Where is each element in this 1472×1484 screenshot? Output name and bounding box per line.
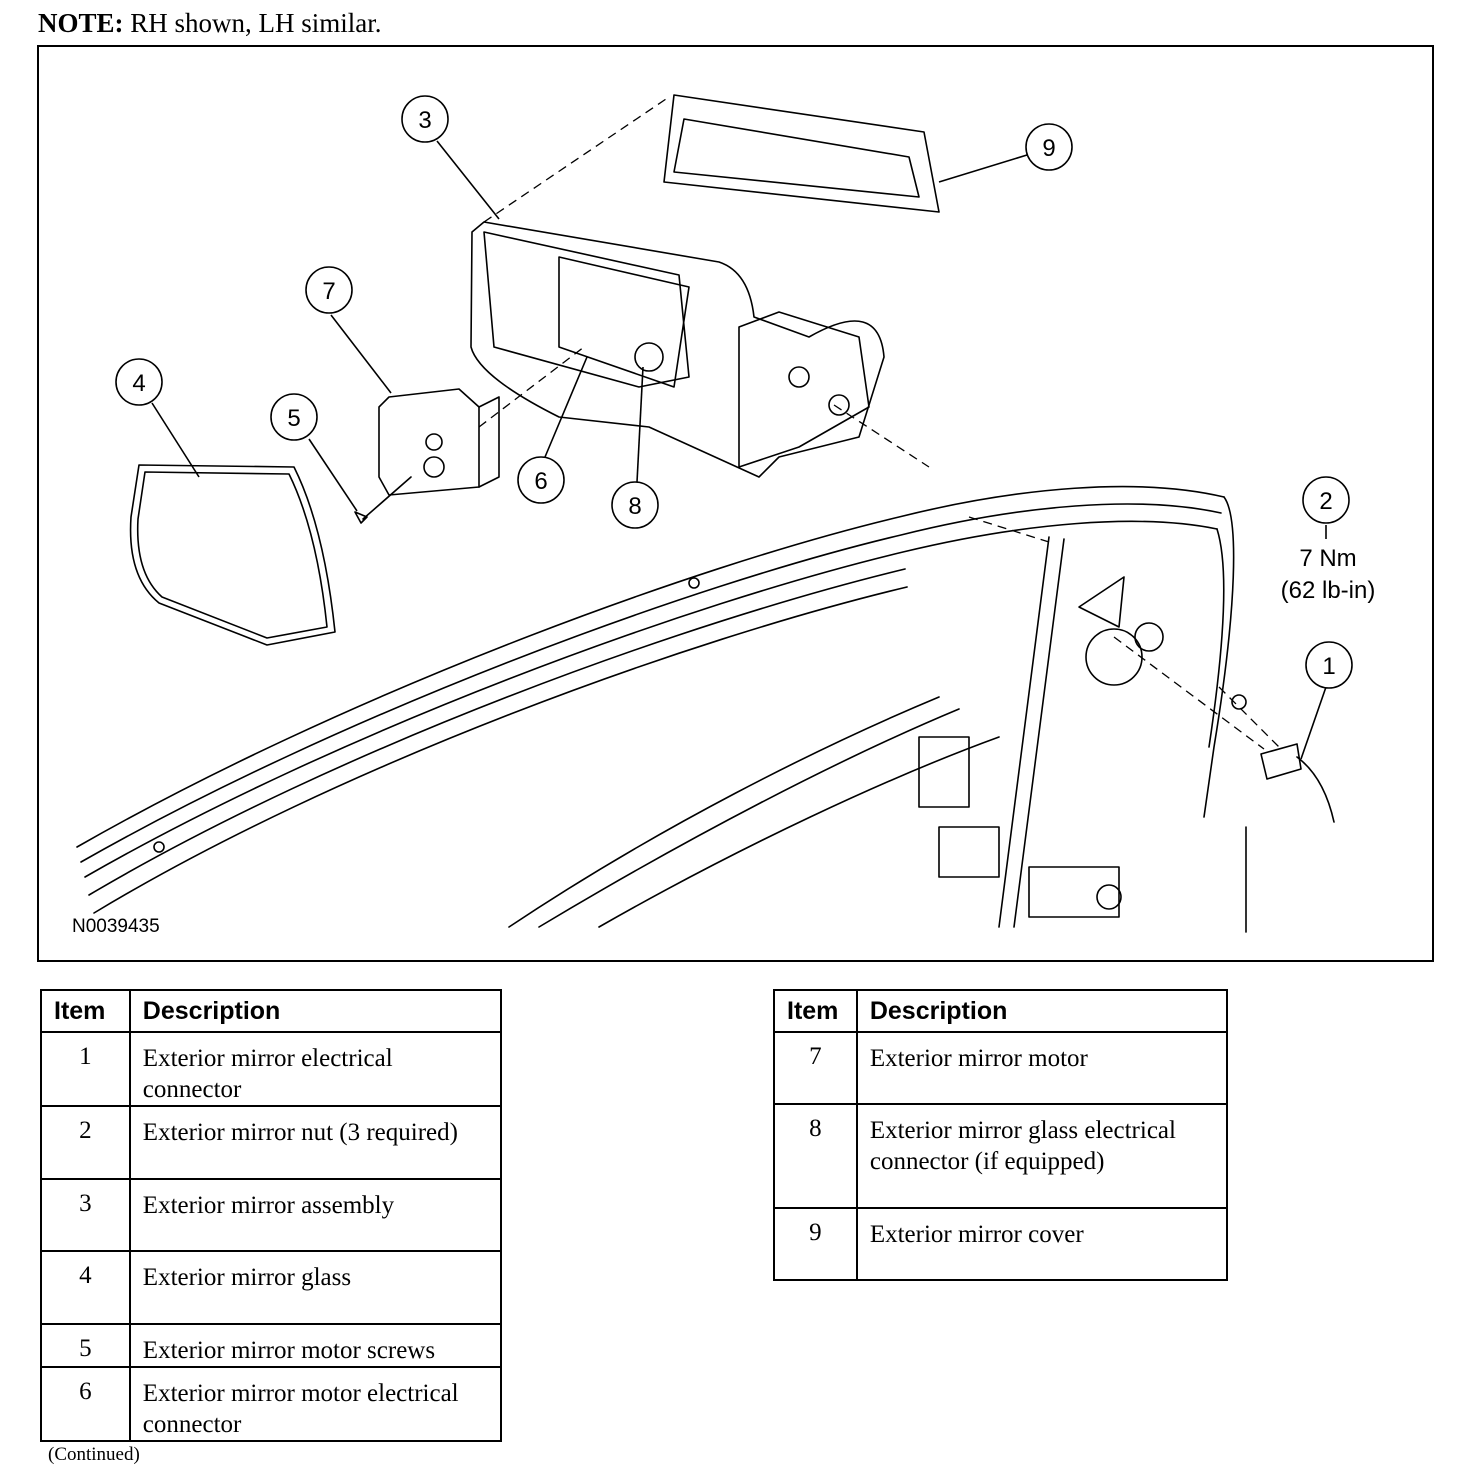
item-description: Exterior mirror glass [128, 1250, 503, 1325]
figure-id: N0039435 [72, 916, 160, 937]
callout-8-label: 8 [628, 493, 641, 520]
callout-9: 9 [1025, 123, 1073, 171]
table-row: 3 Exterior mirror assembly [40, 1178, 503, 1252]
item-number: 2 [40, 1105, 131, 1180]
item-number: 1 [40, 1031, 131, 1107]
item-number: 6 [40, 1366, 131, 1442]
item-description: Exterior mirror motor screws [128, 1323, 503, 1368]
continued-label: (Continued) [48, 1444, 140, 1465]
callout-7: 7 [305, 266, 353, 314]
item-description: Exterior mirror motor [855, 1031, 1229, 1105]
callout-2: 2 [1302, 476, 1350, 524]
item-header: Item [40, 989, 131, 1033]
callout-2-label: 2 [1319, 488, 1332, 515]
note-label: NOTE: [38, 8, 124, 38]
callout-5: 5 [270, 393, 318, 441]
table-header-row: Item Description [773, 989, 1229, 1033]
description-header: Description [855, 989, 1229, 1033]
item-number: 4 [40, 1250, 131, 1325]
mirror-housing-drawing [470, 221, 885, 478]
item-number: 3 [40, 1178, 131, 1252]
description-header: Description [128, 989, 503, 1033]
item-number: 9 [773, 1207, 858, 1281]
item-description: Exterior mirror motor electrical connect… [128, 1366, 503, 1442]
callout-6: 6 [517, 456, 565, 504]
table-row: 9 Exterior mirror cover [773, 1207, 1229, 1281]
callout-group: 1 2 3 4 5 6 7 8 9 [115, 95, 1353, 689]
item-description: Exterior mirror cover [855, 1207, 1229, 1281]
callout-3: 3 [401, 95, 449, 143]
item-description: Exterior mirror assembly [128, 1178, 503, 1252]
callout-4: 4 [115, 358, 163, 406]
table-row: 1 Exterior mirror electrical connector [40, 1031, 503, 1107]
callout-8: 8 [611, 481, 659, 529]
item-description: Exterior mirror nut (3 required) [128, 1105, 503, 1180]
callout-9-label: 9 [1042, 135, 1055, 162]
callout-1: 1 [1305, 641, 1353, 689]
mirror-glass-drawing [129, 464, 336, 646]
item-number: 8 [773, 1103, 858, 1209]
torque-nm: 7 Nm [1299, 545, 1356, 572]
motor-screw-drawing [354, 476, 412, 524]
item-number: 5 [40, 1323, 131, 1368]
callout-4-label: 4 [132, 370, 145, 397]
table-header-row: Item Description [40, 989, 503, 1033]
note-line: NOTE: RH shown, LH similar. [38, 8, 382, 39]
callout-7-label: 7 [322, 278, 335, 305]
table-row: 2 Exterior mirror nut (3 required) [40, 1105, 503, 1180]
callout-6-label: 6 [534, 468, 547, 495]
callout-3-label: 3 [418, 107, 431, 134]
table-row: 8 Exterior mirror glass electrical conne… [773, 1103, 1229, 1209]
table-row: 6 Exterior mirror motor electrical conne… [40, 1366, 503, 1442]
mirror-motor-drawing [378, 388, 500, 496]
item-description: Exterior mirror electrical connector [128, 1031, 503, 1107]
note-text: RH shown, LH similar. [130, 8, 382, 38]
items-table-right: Item Description 7 Exterior mirror motor… [773, 989, 1229, 1281]
table-row: 4 Exterior mirror glass [40, 1250, 503, 1325]
door-frame-drawing [76, 485, 1247, 933]
exploded-view-figure: 1 2 3 4 5 6 7 8 9 7 Nm (62 lb-in) N00394… [37, 45, 1434, 962]
callout-1-label: 1 [1322, 653, 1335, 680]
table-row: 5 Exterior mirror motor screws [40, 1323, 503, 1368]
mirror-exploded-illustration: 1 2 3 4 5 6 7 8 9 7 Nm (62 lb-in) N00394… [72, 94, 1376, 937]
item-header: Item [773, 989, 858, 1033]
item-description: Exterior mirror glass electrical connect… [855, 1103, 1229, 1209]
item-number: 7 [773, 1031, 858, 1105]
table-row: 7 Exterior mirror motor [773, 1031, 1229, 1105]
items-table-left: Item Description 1 Exterior mirror elect… [40, 989, 503, 1442]
torque-lbin: (62 lb-in) [1281, 577, 1376, 604]
electrical-connector-drawing [1260, 743, 1335, 823]
mirror-cover-drawing [663, 94, 940, 213]
callout-5-label: 5 [287, 405, 300, 432]
